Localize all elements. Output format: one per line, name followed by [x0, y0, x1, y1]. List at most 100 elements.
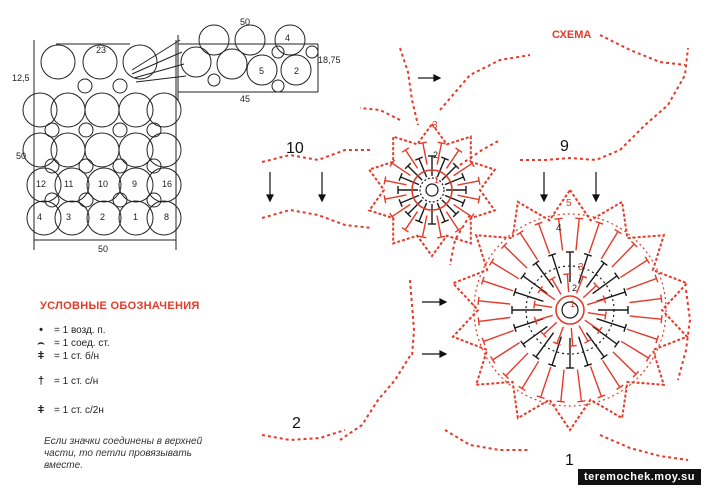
stitch-mark [401, 226, 409, 233]
stitch-mark [404, 210, 412, 218]
stitch-mark [404, 211, 419, 231]
stitch-mark [534, 221, 543, 226]
chain-link [359, 107, 401, 121]
stitch-mark [519, 232, 539, 260]
stitch-mark [584, 338, 592, 344]
cell-label: 1 [133, 212, 139, 222]
stitch-mark [629, 315, 662, 320]
layout-circle [26, 200, 62, 236]
stitch-mark [418, 141, 427, 145]
stitch-mark [623, 323, 628, 332]
layout-small-circle [78, 158, 94, 174]
layout-circle [146, 167, 182, 203]
stitch-mark [576, 369, 583, 402]
legend-title: УСЛОВНЫЕ ОБОЗНАЧЕНИЯ [40, 300, 200, 312]
stitch-mark [477, 317, 480, 326]
chain-mesh [261, 34, 692, 461]
legend-item: ǂ = 1 ст. б/н [34, 350, 99, 362]
round-number: 5 [566, 198, 572, 209]
stitch-mark [488, 258, 495, 266]
stitch-mark [468, 213, 475, 221]
chain-link [599, 34, 686, 66]
stitch-mark [398, 199, 403, 207]
motif-ring [473, 213, 667, 407]
layout-small-circle [146, 158, 162, 174]
stitch-mark [478, 300, 511, 305]
stitch-mark [520, 340, 526, 348]
stitch-mark [469, 159, 475, 168]
stitch-mark [503, 245, 528, 269]
stitch-mark [457, 194, 480, 201]
inset-circle [198, 24, 230, 56]
stitch-mark [557, 218, 564, 251]
stitch-mark [600, 354, 608, 360]
single-crochet-icon: ǂ [37, 350, 45, 362]
stitch-mark [535, 262, 555, 288]
layout-small-circle [112, 78, 128, 94]
stitch-mark [415, 156, 423, 161]
stitch-mark [401, 147, 410, 153]
stitch-mark [492, 341, 520, 361]
layout-circle [118, 167, 154, 203]
stitch-mark [554, 217, 563, 220]
stitch-mark [520, 272, 526, 280]
stitch-mark [453, 203, 473, 218]
slip-stitch-icon: ⌢ [37, 337, 45, 349]
legend-item: • = 1 возд. п. [34, 324, 106, 336]
stitch-mark [461, 173, 466, 181]
stitch-mark [543, 321, 558, 335]
layout-circle [146, 132, 182, 168]
motif-ring [561, 301, 579, 319]
stitch-mark [482, 280, 514, 292]
stitch-mark [612, 351, 637, 375]
chain-link [599, 434, 689, 461]
stitch-mark [391, 162, 411, 177]
inset-circle [180, 46, 212, 78]
stitch-mark [592, 275, 618, 295]
stitch-mark [589, 366, 603, 397]
stitch-mark [437, 235, 446, 239]
layout-small-circle [112, 192, 128, 208]
stitch-mark [480, 276, 485, 285]
stitch-mark [445, 149, 460, 169]
round-number: 2 [433, 150, 439, 160]
stitch-mark [600, 231, 619, 260]
stitch-mark [577, 254, 589, 284]
stitch-mark [583, 252, 592, 257]
inset-small-circle [305, 45, 319, 59]
inset-circle [246, 54, 278, 86]
chain-link [459, 139, 501, 166]
stitch-mark [629, 297, 662, 304]
layout-top-width: 23 [96, 45, 107, 55]
layout-small-circle [78, 192, 94, 208]
stitch-mark [389, 212, 395, 221]
layout-circle [118, 200, 154, 236]
inset-cell: 5 [259, 66, 265, 76]
round-number: 4 [556, 223, 562, 234]
inset-diagram [131, 24, 319, 100]
stitch-mark [418, 158, 428, 178]
layout-small-circle [44, 192, 60, 208]
stitch-mark [384, 194, 407, 200]
stitch-mark [534, 303, 553, 309]
stitch-mark [441, 219, 449, 224]
layout-circle [54, 200, 90, 236]
stitch-mark [587, 311, 606, 317]
stitch-mark [522, 325, 548, 345]
layout-small-circle [77, 78, 93, 94]
stitch-mark [630, 240, 638, 248]
chain-link [261, 429, 346, 442]
stitch-mark [655, 335, 660, 344]
stitch-mark [505, 352, 529, 377]
inset-circle [274, 24, 306, 56]
stitch-mark [584, 319, 601, 331]
layout-circle [86, 200, 122, 236]
legend-label: = 1 ст. б/н [54, 350, 100, 362]
stitch-mark [600, 260, 608, 266]
motif-label-1: 1 [565, 452, 574, 469]
inset-top-width: 50 [240, 17, 251, 27]
motif-label-10: 10 [286, 140, 304, 157]
stitch-mark [478, 316, 511, 323]
stitch-mark [620, 340, 649, 359]
